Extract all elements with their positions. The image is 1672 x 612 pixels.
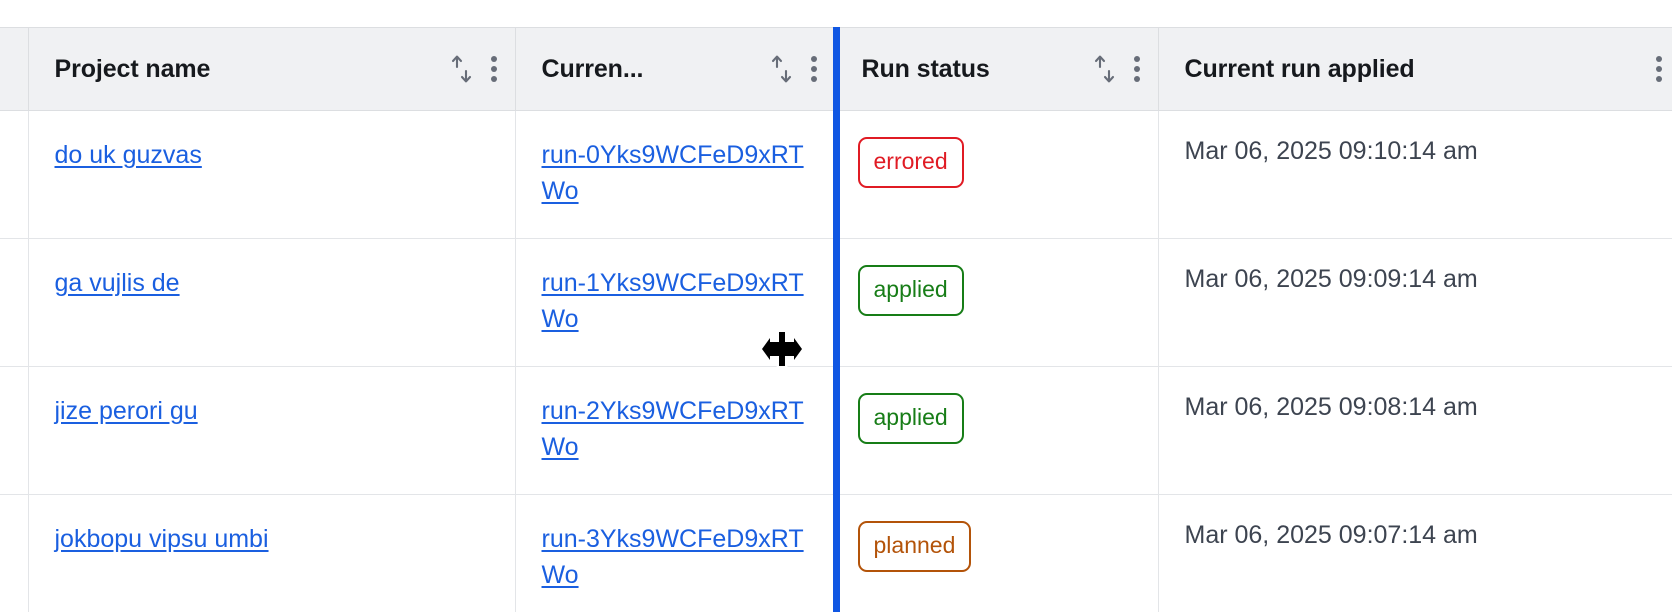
cell-project-name: do uk guzvas: [28, 110, 516, 239]
column-header-run-status[interactable]: Run status: [835, 27, 1159, 111]
cell-current-run: run-3Yks9WCFeD9xRTWo: [515, 494, 836, 612]
cell-project-name: jize perori gu: [28, 366, 516, 495]
row-select-cell[interactable]: [0, 238, 29, 367]
status-badge: applied: [857, 393, 964, 444]
column-header-label-current-run: Curren...: [541, 54, 644, 83]
column-menu-icon[interactable]: [1133, 56, 1140, 82]
header-row: Project name: [0, 27, 1672, 111]
column-controls-project-name: [449, 54, 497, 84]
cell-current-run: run-2Yks9WCFeD9xRTWo: [515, 366, 836, 495]
column-menu-icon[interactable]: [810, 56, 817, 82]
sort-icon[interactable]: [1092, 54, 1118, 84]
column-header-label-run-status: Run status: [861, 54, 990, 83]
applied-timestamp: Mar 06, 2025 09:08:14 am: [1184, 393, 1478, 421]
table-body: do uk guzvas run-0Yks9WCFeD9xRTWo errore…: [0, 110, 1672, 612]
column-header-select[interactable]: [0, 27, 29, 111]
projects-table: Project name: [0, 27, 1672, 612]
project-name-link[interactable]: ga vujlis de: [54, 269, 180, 297]
applied-timestamp: Mar 06, 2025 09:09:14 am: [1184, 265, 1478, 293]
cell-current-run-applied: Mar 06, 2025 09:09:14 am: [1158, 238, 1672, 367]
cell-current-run-applied: Mar 06, 2025 09:07:14 am: [1158, 494, 1672, 612]
sort-icon[interactable]: [449, 54, 475, 84]
column-menu-icon[interactable]: [1655, 56, 1662, 82]
cell-run-status: planned: [835, 494, 1159, 612]
cell-run-status: applied: [835, 366, 1159, 495]
applied-timestamp: Mar 06, 2025 09:07:14 am: [1184, 521, 1478, 549]
status-badge: applied: [857, 265, 964, 316]
column-controls-current-run-applied: [1655, 56, 1662, 82]
table-row[interactable]: jokbopu vipsu umbi run-3Yks9WCFeD9xRTWo …: [0, 494, 1672, 612]
column-menu-icon[interactable]: [490, 56, 497, 82]
cell-current-run: run-1Yks9WCFeD9xRTWo: [515, 238, 836, 367]
project-name-link[interactable]: jokbopu vipsu umbi: [54, 525, 269, 553]
table-row[interactable]: jize perori gu run-2Yks9WCFeD9xRTWo appl…: [0, 366, 1672, 495]
applied-timestamp: Mar 06, 2025 09:10:14 am: [1184, 137, 1478, 165]
column-header-current-run-applied[interactable]: Current run applied: [1158, 27, 1672, 111]
column-header-project-name[interactable]: Project name: [28, 27, 516, 111]
status-badge: errored: [857, 137, 964, 188]
row-select-cell[interactable]: [0, 494, 29, 612]
table-header: Project name: [0, 27, 1672, 111]
cell-project-name: ga vujlis de: [28, 238, 516, 367]
row-select-cell[interactable]: [0, 110, 29, 239]
column-header-label-current-run-applied: Current run applied: [1184, 54, 1415, 83]
current-run-link[interactable]: run-2Yks9WCFeD9xRTWo: [541, 397, 804, 462]
column-header-current-run[interactable]: Curren...: [515, 27, 836, 111]
cell-run-status: errored: [835, 110, 1159, 239]
cell-project-name: jokbopu vipsu umbi: [28, 494, 516, 612]
table-row[interactable]: do uk guzvas run-0Yks9WCFeD9xRTWo errore…: [0, 110, 1672, 239]
cell-current-run-applied: Mar 06, 2025 09:10:14 am: [1158, 110, 1672, 239]
status-badge: planned: [857, 521, 972, 572]
sort-icon[interactable]: [769, 54, 795, 84]
cell-current-run-applied: Mar 06, 2025 09:08:14 am: [1158, 366, 1672, 495]
row-select-cell[interactable]: [0, 366, 29, 495]
current-run-link[interactable]: run-0Yks9WCFeD9xRTWo: [541, 141, 804, 206]
current-run-link[interactable]: run-3Yks9WCFeD9xRTWo: [541, 525, 804, 590]
current-run-link[interactable]: run-1Yks9WCFeD9xRTWo: [541, 269, 804, 334]
table-row[interactable]: ga vujlis de run-1Yks9WCFeD9xRTWo applie…: [0, 238, 1672, 367]
cell-current-run: run-0Yks9WCFeD9xRTWo: [515, 110, 836, 239]
column-header-label-project-name: Project name: [54, 54, 211, 83]
project-name-link[interactable]: do uk guzvas: [54, 141, 202, 169]
column-controls-run-status: [1092, 54, 1140, 84]
column-controls-current-run: [769, 54, 817, 84]
cell-run-status: applied: [835, 238, 1159, 367]
project-name-link[interactable]: jize perori gu: [54, 397, 198, 425]
